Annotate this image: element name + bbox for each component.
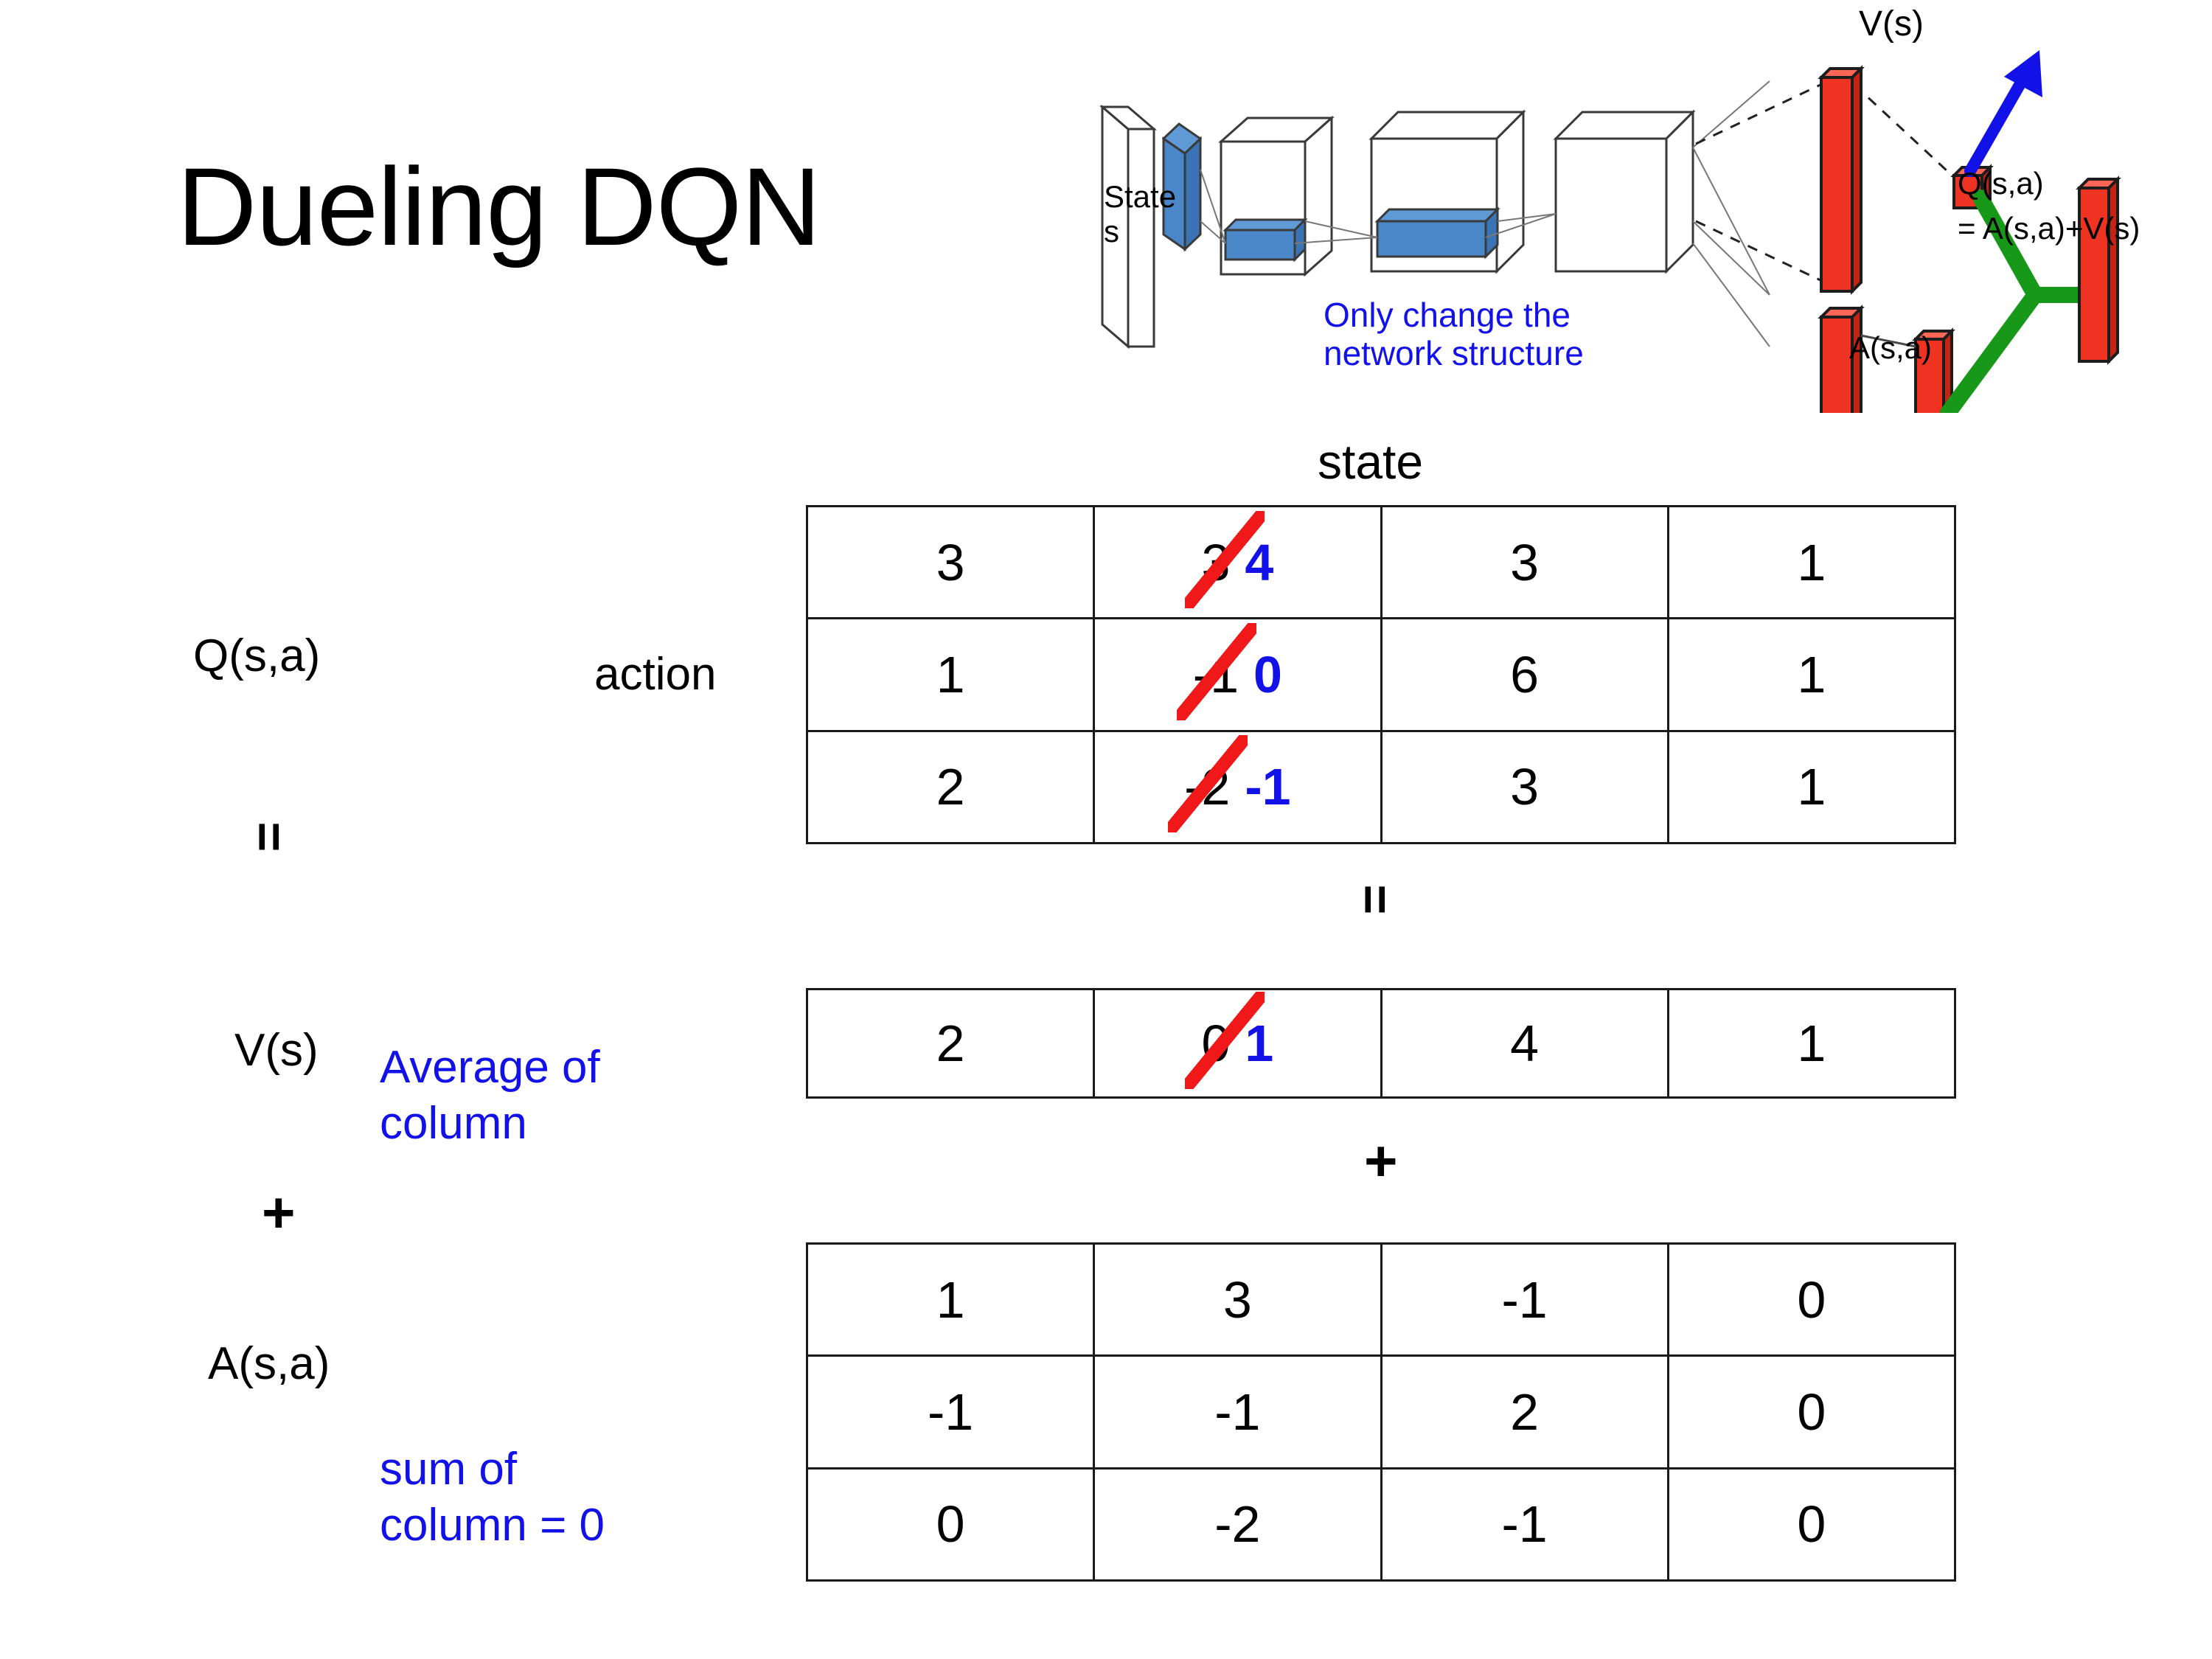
q-cell-r2c2: 3 bbox=[1380, 729, 1669, 845]
state-axis-label: state bbox=[1318, 434, 1424, 489]
q-cell-r0c1-new-value: 4 bbox=[1245, 533, 1274, 591]
network-input-label-line1: State bbox=[1104, 179, 1177, 214]
q-cell-r2c1: -2 -1 bbox=[1093, 729, 1382, 845]
v-cell-r0c3: 1 bbox=[1666, 988, 1957, 1099]
equals-sign-tables: = bbox=[1346, 884, 1405, 915]
a-cell-r0c2: -1 bbox=[1380, 1242, 1669, 1357]
q-cell-r0c3: 1 bbox=[1666, 504, 1957, 620]
a-table: 1 3 -1 0 -1 -1 2 0 0 -2 -1 0 bbox=[805, 1242, 1957, 1582]
a-cell-r1c3: 0 bbox=[1666, 1354, 1957, 1470]
q-cell-r1c3: 1 bbox=[1666, 617, 1957, 732]
network-input-label-line2: s bbox=[1104, 214, 1119, 249]
table-row: 2 -2 -1 3 1 bbox=[805, 729, 1957, 845]
plus-sign-left: + bbox=[262, 1180, 296, 1245]
network-output-label-line1: Q(s,a) bbox=[1958, 166, 2044, 201]
v-function-label: V(s) bbox=[234, 1025, 319, 1076]
network-output-label-line2: = A(s,a)+V(s) bbox=[1958, 211, 2140, 246]
q-cell-r1c2: 6 bbox=[1380, 617, 1669, 732]
a-cell-r1c2: 2 bbox=[1380, 1354, 1669, 1470]
page-title: Dueling DQN bbox=[177, 145, 821, 268]
network-value-stream-label: V(s) bbox=[1859, 4, 1924, 44]
network-change-note: Only change the network structure bbox=[1324, 296, 1584, 372]
a-cell-r2c2: -1 bbox=[1380, 1467, 1669, 1582]
q-cell-r1c0: 1 bbox=[805, 617, 1096, 732]
v-cell-r0c1-new-value: 1 bbox=[1245, 1015, 1274, 1072]
q-cell-r1c1: -1 0 bbox=[1093, 617, 1382, 732]
q-cell-r1c1-new-value: 0 bbox=[1253, 645, 1282, 703]
a-cell-r1c0: -1 bbox=[805, 1354, 1096, 1470]
a-cell-r2c1: -2 bbox=[1093, 1467, 1382, 1582]
a-function-label: A(s,a) bbox=[208, 1338, 330, 1389]
table-row: 0 -2 -1 0 bbox=[805, 1467, 1957, 1582]
dueling-network-diagram bbox=[1084, 0, 2212, 413]
a-cell-r2c0: 0 bbox=[805, 1467, 1096, 1582]
q-cell-r0c0: 3 bbox=[805, 504, 1096, 620]
q-cell-r0c1-old-value: 3 bbox=[1185, 510, 1265, 608]
q-table: 3 3 4 3 1 1 -1 0 6 1 2 -2 -1 3 1 bbox=[805, 504, 1957, 845]
v-average-note: Average of column bbox=[380, 1042, 600, 1149]
v-table: 2 0 1 4 1 bbox=[805, 988, 1957, 1099]
q-cell-r2c1-new-value: -1 bbox=[1245, 758, 1291, 816]
table-row: -1 -1 2 0 bbox=[805, 1354, 1957, 1470]
v-cell-r0c2: 4 bbox=[1380, 988, 1669, 1099]
equals-sign-q-v: = bbox=[240, 821, 299, 852]
action-axis-label: action bbox=[594, 649, 717, 700]
a-sum-note: sum of column = 0 bbox=[380, 1444, 605, 1551]
q-function-label: Q(s,a) bbox=[193, 630, 321, 681]
q-cell-r0c1: 3 4 bbox=[1093, 504, 1382, 620]
table-row: 3 3 4 3 1 bbox=[805, 504, 1957, 620]
q-cell-r1c1-old-value: -1 bbox=[1176, 622, 1257, 720]
table-row: 1 3 -1 0 bbox=[805, 1242, 1957, 1357]
q-cell-r2c3: 1 bbox=[1666, 729, 1957, 845]
table-row: 1 -1 0 6 1 bbox=[805, 617, 1957, 732]
q-cell-r2c1-old-value: -2 bbox=[1168, 735, 1248, 833]
a-cell-r1c1: -1 bbox=[1093, 1354, 1382, 1470]
q-cell-r0c2: 3 bbox=[1380, 504, 1669, 620]
v-cell-r0c1: 0 1 bbox=[1093, 988, 1382, 1099]
v-cell-r0c0: 2 bbox=[805, 988, 1096, 1099]
q-cell-r2c0: 2 bbox=[805, 729, 1096, 845]
table-row: 2 0 1 4 1 bbox=[805, 988, 1957, 1099]
a-cell-r0c1: 3 bbox=[1093, 1242, 1382, 1357]
a-cell-r0c0: 1 bbox=[805, 1242, 1096, 1357]
v-cell-r0c1-old-value: 0 bbox=[1185, 992, 1265, 1089]
a-cell-r0c3: 0 bbox=[1666, 1242, 1957, 1357]
network-advantage-stream-label: A(s,a) bbox=[1849, 330, 1933, 365]
a-cell-r2c3: 0 bbox=[1666, 1467, 1957, 1582]
plus-sign-tables: + bbox=[1364, 1128, 1398, 1193]
